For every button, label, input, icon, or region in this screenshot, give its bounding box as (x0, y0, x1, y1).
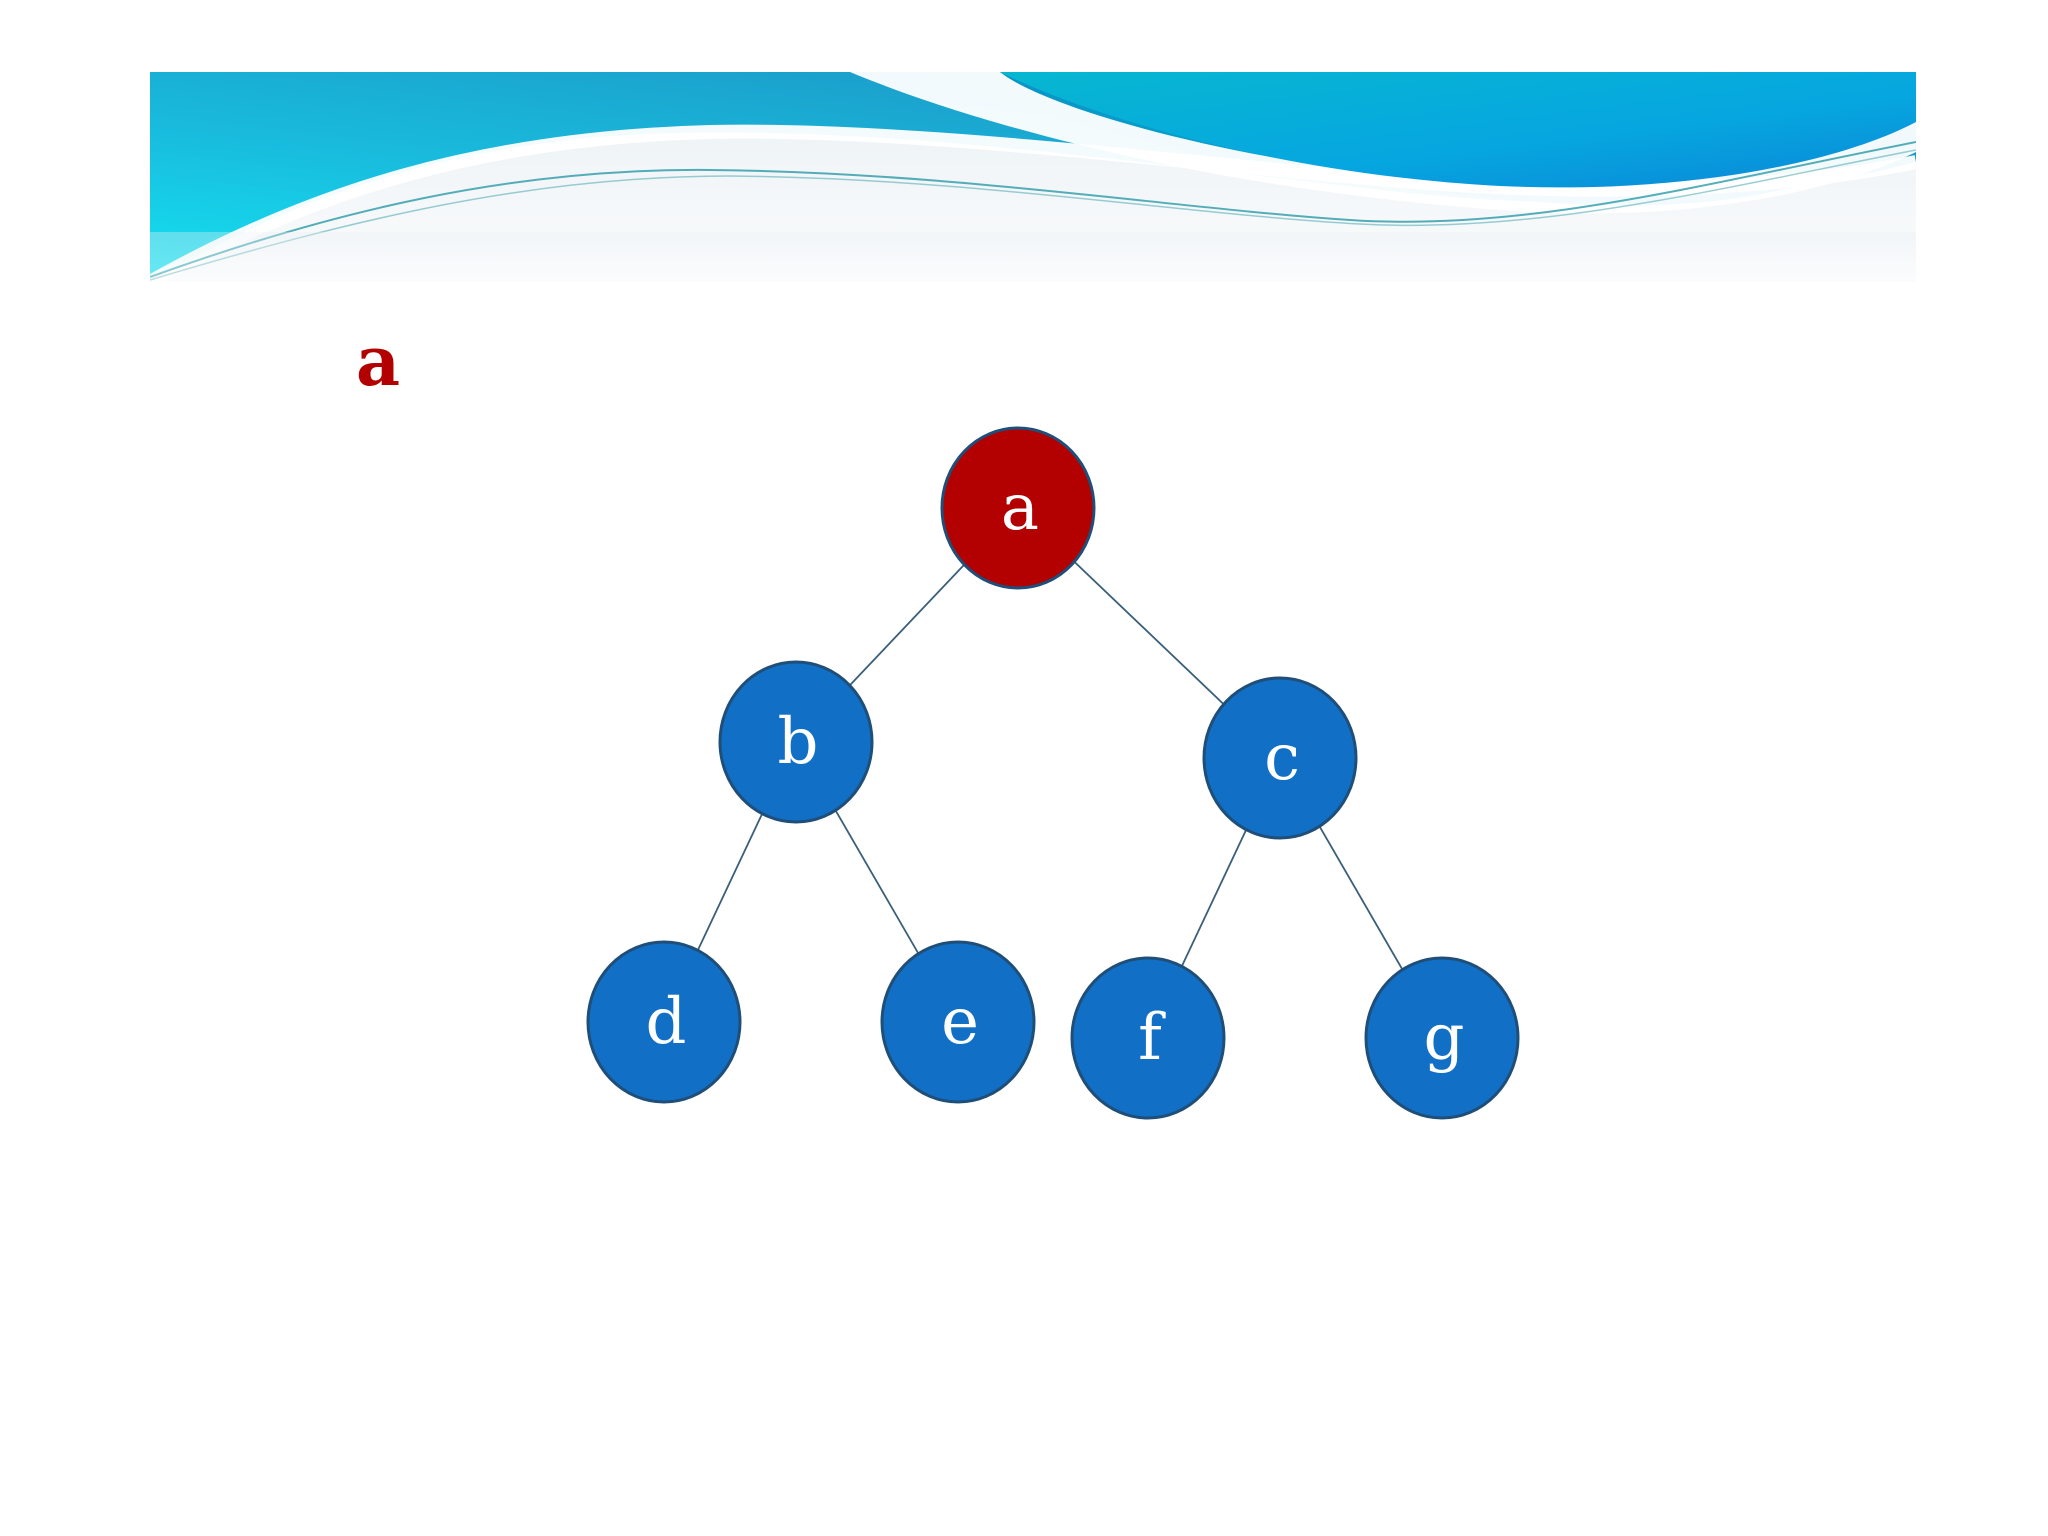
node-circle-g (1364, 956, 1520, 1120)
node-circle-d (586, 940, 742, 1104)
node-circle-c (1202, 676, 1358, 840)
slide-caption: a (356, 322, 401, 402)
node-label-b: b (778, 705, 819, 779)
tree-nodes: a b c d e f g (586, 426, 1520, 1120)
tree-node-g: g (1364, 956, 1520, 1120)
tree-node-a: a (940, 426, 1096, 590)
tree-node-f: f (1070, 956, 1226, 1120)
node-label-f: f (1138, 1001, 1166, 1075)
node-circle-a (940, 426, 1096, 590)
node-circle-f (1070, 956, 1226, 1120)
node-label-a: a (1001, 471, 1039, 545)
node-label-d: d (646, 985, 687, 1059)
node-circle-b (718, 660, 874, 824)
node-circle-e (880, 940, 1036, 1104)
tree-node-e: e (880, 940, 1036, 1104)
tree-node-d: d (586, 940, 742, 1104)
tree-node-b: b (718, 660, 874, 824)
node-label-g: g (1424, 1001, 1465, 1075)
node-label-e: e (941, 985, 979, 1059)
tree-node-c: c (1202, 676, 1358, 840)
node-label-c: c (1264, 721, 1300, 795)
header-wave-banner (150, 72, 1916, 282)
